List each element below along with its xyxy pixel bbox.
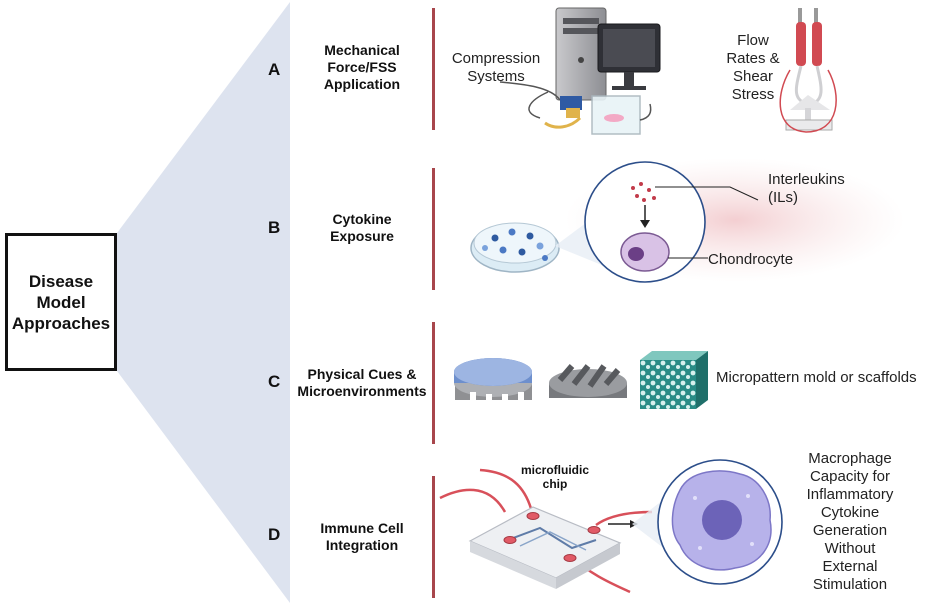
section-b-divider [432,168,435,290]
macrophage-label: Macrophage Capacity for Inflammatory Cyt… [806,450,894,593]
disease-model-label: Disease Model Approaches [11,271,111,333]
section-c-title: Physical Cues & Microenvironments [297,366,427,399]
section-c-divider [432,322,435,444]
flat-mold [454,358,532,402]
macrophage-zoom [657,459,783,585]
computer-illustration [555,7,661,101]
petri-dish [470,222,560,273]
section-d-letter: D [268,525,281,544]
disease-model-box: Disease Model Approaches [5,233,117,371]
section-b-title: Cytokine Exposure [330,211,394,244]
section-c-letter: C [268,372,281,391]
section-d-divider [432,476,435,598]
section-a-letter: A [268,60,281,79]
compression-label: Compression Systems [451,50,541,85]
flow-label: Flow Rates & Shear Stress [726,32,780,103]
section-d-title: Immune Cell Integration [320,520,404,553]
chondrocyte-label: Chondrocyte [708,251,794,268]
section-a-divider [432,8,435,130]
compression-device [499,81,652,135]
section-b-letter: B [268,218,281,237]
scaffold-cube [640,351,708,409]
microfluidic-chip-label: microfluidic chip [520,463,589,491]
interleukins-label: Interleukins (ILs) [768,171,845,206]
chondrocyte-zoom [584,161,759,283]
flow-chamber [779,8,837,133]
micropattern-label: Micropattern mold or scaffolds [716,369,917,386]
section-a-title: Mechanical Force/FSS Application [323,42,401,92]
grooved-mold [549,364,627,398]
microfluidic-chip [439,468,653,594]
